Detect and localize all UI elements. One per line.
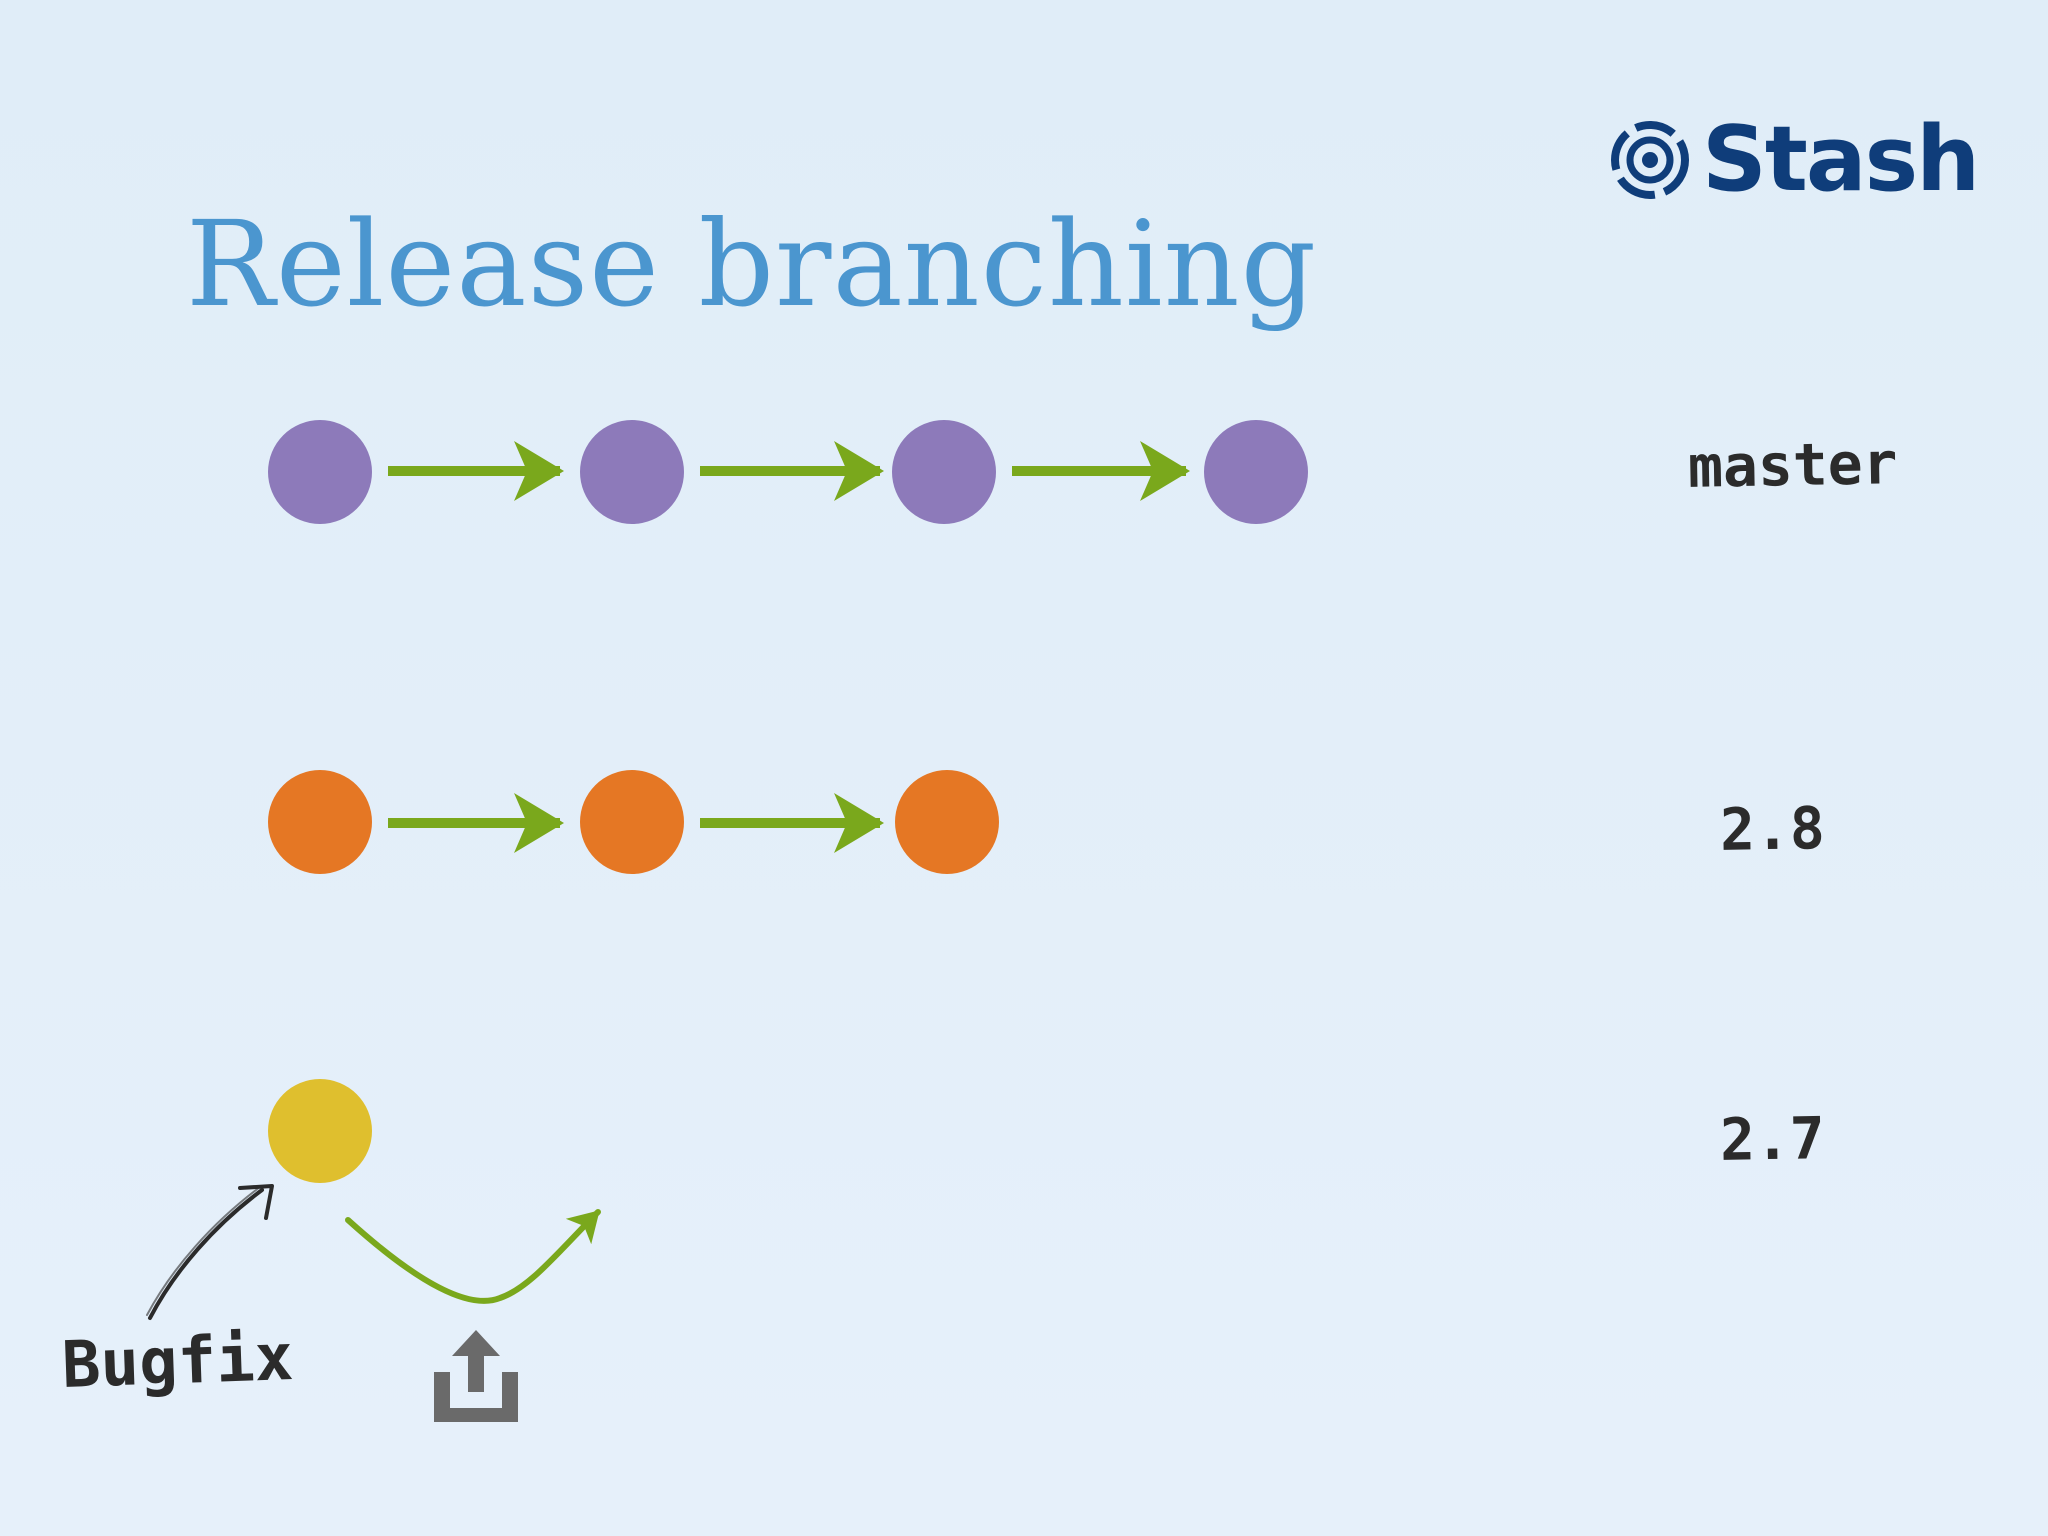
- stash-logo-text: Stash: [1702, 107, 1980, 212]
- bugfix-curved-arrow: [345, 1209, 601, 1304]
- master-commit-2: [580, 420, 684, 524]
- release-2-7-commit-1: [268, 1079, 372, 1183]
- share-upload-icon: [434, 1330, 518, 1422]
- release-2-8-commit-1: [268, 770, 372, 874]
- release-2-8-commit-3: [895, 770, 999, 874]
- master-commit-3: [892, 420, 996, 524]
- slide-title: Release branching: [186, 195, 1318, 333]
- stash-logo: Stash: [1608, 107, 1980, 212]
- bugfix-annotation: Bugfix: [60, 1320, 295, 1404]
- stash-logo-icon: [1611, 121, 1689, 199]
- release-2-8-commit-2: [580, 770, 684, 874]
- branch-label-2-7: 2.7: [1719, 1104, 1826, 1174]
- branch-label-master: master: [1687, 429, 1899, 501]
- bugfix-pointer-arrow: [146, 1184, 274, 1320]
- master-commit-4: [1204, 420, 1308, 524]
- master-commit-1: [268, 420, 372, 524]
- branch-label-2-8: 2.8: [1719, 794, 1826, 864]
